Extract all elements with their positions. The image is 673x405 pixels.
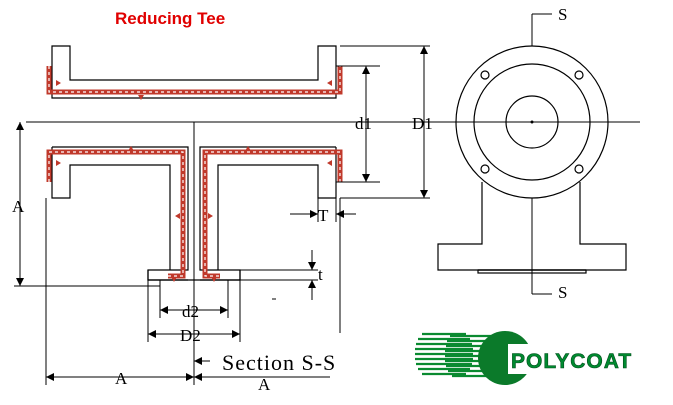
section-marker-bottom: S [558, 283, 567, 302]
A-right-label: A [258, 375, 271, 394]
end-view: S S [437, 5, 640, 302]
lining-upper [46, 66, 343, 95]
lower-left-wall [51, 146, 189, 281]
upper-run-wall [51, 45, 337, 99]
bolt-holes [480, 70, 584, 174]
A-vertical-label: A [12, 197, 25, 216]
section-title: Section S-S [222, 350, 336, 375]
T-label: T [318, 206, 329, 225]
d2-label: d2 [182, 302, 199, 321]
diagram-title: Reducing Tee [115, 9, 225, 28]
t-label: t [318, 265, 323, 284]
D2-label: D2 [180, 326, 201, 345]
lining-markers [56, 80, 332, 282]
lining-lower-left [46, 149, 186, 279]
A-left-label: A [115, 369, 128, 388]
polycoat-logo: POLYCOAT [415, 331, 656, 385]
brand-name: POLYCOAT [511, 350, 632, 373]
d1-label: d1 [355, 114, 372, 133]
tee-section-view [26, 45, 445, 385]
section-marker-top: S [558, 5, 567, 24]
dimensions: d1 D1 A T t d2 [12, 45, 433, 394]
D1-label: D1 [412, 114, 433, 133]
